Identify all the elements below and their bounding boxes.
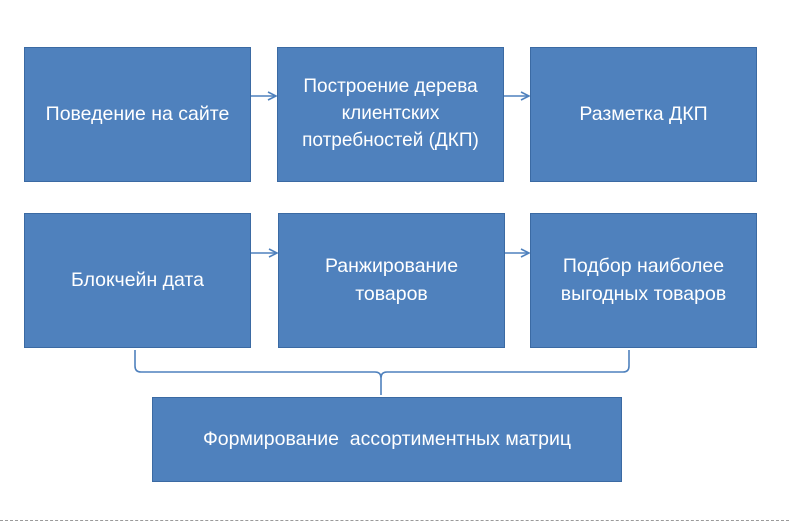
box-best-products-selection-label: Подбор наиболее выгодных товаров (560, 255, 727, 305)
grouping-brace (134, 350, 630, 395)
box-build-needs-tree: Построение дерева клиентских потребносте… (277, 47, 504, 182)
box-best-products-selection: Подбор наиболее выгодных товаров (530, 213, 757, 348)
box-assortment-matrices: Формирование ассортиментных матриц (152, 397, 622, 482)
box-needs-tree-markup-label: Разметка ДКП (579, 102, 708, 125)
box-product-ranking: Ранжирование товаров (278, 213, 505, 348)
box-product-ranking-label: Ранжирование товаров (324, 255, 459, 305)
bottom-divider (0, 520, 789, 521)
box-site-behavior-label: Поведение на сайте (45, 102, 230, 125)
box-needs-tree-markup: Разметка ДКП (530, 47, 757, 182)
box-blockchain-data-label: Блокчейн дата (71, 268, 204, 291)
box-assortment-matrices-label: Формирование ассортиментных матриц (202, 427, 572, 450)
box-blockchain-data: Блокчейн дата (24, 213, 251, 348)
box-site-behavior: Поведение на сайте (24, 47, 251, 182)
box-build-needs-tree-label: Построение дерева клиентских потребносте… (302, 76, 479, 151)
